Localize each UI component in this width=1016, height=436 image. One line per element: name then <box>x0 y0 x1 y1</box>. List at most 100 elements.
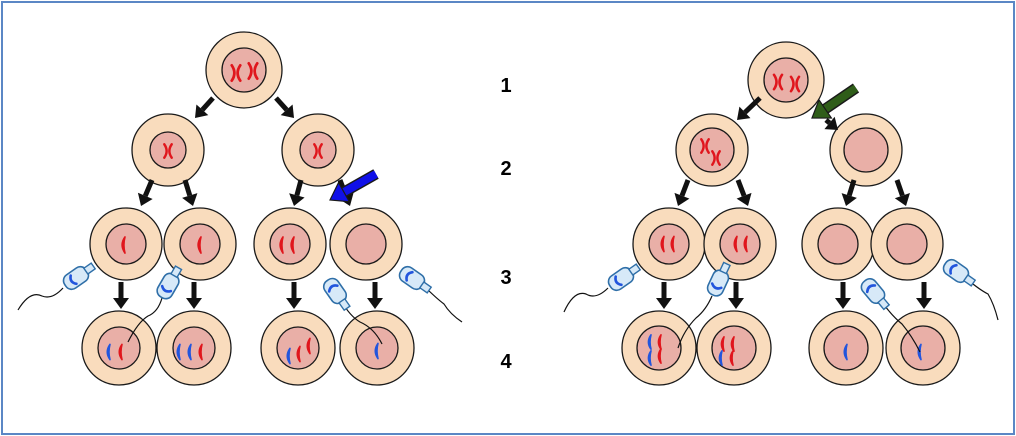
zygote-cell <box>621 310 697 386</box>
chromosome-icon <box>647 350 652 366</box>
chromosome-icon <box>247 61 259 81</box>
chromosome-icon <box>405 270 414 282</box>
sperm-tail <box>341 301 383 345</box>
nucleus <box>105 223 147 265</box>
nucleus <box>900 325 946 371</box>
sperm-icon <box>322 277 383 345</box>
down-arrow-icon <box>674 179 691 206</box>
chromosome-icon <box>743 235 748 253</box>
gamete-cell <box>870 207 944 281</box>
down-arrow-icon <box>182 179 198 206</box>
sperm-tail <box>967 279 999 321</box>
down-arrow-icon <box>841 179 857 206</box>
down-arrow-icon <box>824 116 838 130</box>
down-arrow-icon <box>728 282 744 309</box>
chromosome-icon <box>711 150 721 166</box>
chromosome-icon <box>657 348 662 364</box>
chromosome-icon <box>733 235 738 253</box>
step-label-2: 2 <box>500 158 511 180</box>
meiosis-i-cell <box>131 113 205 187</box>
down-arrow-icon <box>737 96 762 120</box>
chromosome-icon <box>789 75 801 93</box>
nucleus <box>149 131 187 169</box>
gamete-cell <box>89 207 163 281</box>
sperm-icon <box>563 263 642 313</box>
sperm-head <box>942 258 977 287</box>
down-arrow-icon <box>289 179 305 206</box>
chromosome-icon <box>647 334 652 350</box>
chromosome-icon <box>670 235 675 253</box>
nucleus <box>345 223 387 265</box>
sperm-tail <box>17 287 64 311</box>
gamete-cell <box>632 207 706 281</box>
down-arrow-icon <box>137 179 155 206</box>
chromosome-icon <box>187 343 192 361</box>
chromosome-icon <box>949 263 958 275</box>
zygote-cell <box>885 310 961 386</box>
chromosome-icon <box>729 350 734 366</box>
gamete-cell <box>253 207 327 281</box>
down-arrow-icon <box>113 282 129 309</box>
down-arrow-icon <box>894 179 910 206</box>
chromosome-icon <box>730 336 735 352</box>
chromosome-icon <box>290 236 295 254</box>
chromosome-icon <box>710 282 723 290</box>
nucleus <box>648 223 690 265</box>
oocyte-cell <box>205 31 283 109</box>
nucleus <box>636 325 682 371</box>
chromosome-icon <box>843 343 848 361</box>
sperm-tail <box>423 285 463 323</box>
down-arrow-icon <box>274 96 294 118</box>
chromosome-icon <box>720 336 725 352</box>
chromosome-icon <box>197 236 202 254</box>
sperm-head <box>706 261 731 297</box>
sperm-icon <box>942 258 999 321</box>
sperm-tail <box>677 295 713 349</box>
sperm-icon <box>17 262 97 311</box>
nucleus <box>269 223 311 265</box>
sperm-icon <box>127 265 183 343</box>
gamete-cell <box>801 207 875 281</box>
nucleus <box>719 223 761 265</box>
sperm-icon <box>398 265 463 323</box>
nucleus <box>97 326 141 370</box>
sperm-head <box>62 262 97 291</box>
nucleus <box>817 223 859 265</box>
chromosome-icon <box>865 284 877 294</box>
zygote-cell <box>156 310 232 386</box>
nucleus <box>172 326 216 370</box>
chromosome-icon <box>279 236 284 254</box>
oocyte-cell <box>747 41 825 119</box>
sperm-icon <box>677 261 731 349</box>
chromosome-icon <box>313 143 323 159</box>
chromosome-icon <box>374 342 379 360</box>
sperm-head <box>322 277 351 312</box>
meiosis-i-cell <box>281 113 355 187</box>
down-arrow-icon <box>367 282 383 309</box>
chromosome-icon <box>772 73 784 91</box>
chromosome-icon <box>118 343 123 361</box>
chromosome-icon <box>296 345 301 363</box>
sperm-tail <box>563 287 609 313</box>
down-arrow-icon <box>835 282 851 309</box>
chromosome-icon <box>106 343 111 361</box>
chromosome-icon <box>700 138 710 154</box>
chromosome-icon <box>176 343 181 361</box>
step-label-3: 3 <box>500 267 511 289</box>
error-pointer-arrow <box>811 83 860 119</box>
chromosome-icon <box>286 347 291 365</box>
nucleus <box>299 131 337 169</box>
chromosome-icon <box>163 143 173 159</box>
chromosome-icon <box>198 343 203 361</box>
meiosis-i-cell <box>829 113 903 187</box>
sperm-icon <box>860 277 921 353</box>
down-arrow-icon <box>916 282 932 309</box>
sperm-tail <box>881 301 921 353</box>
chromosome-icon <box>718 350 723 366</box>
chromosome-icon <box>306 337 311 355</box>
down-arrow-icon <box>735 179 752 206</box>
down-arrow-icon <box>286 282 302 309</box>
down-arrow-icon <box>656 282 672 309</box>
